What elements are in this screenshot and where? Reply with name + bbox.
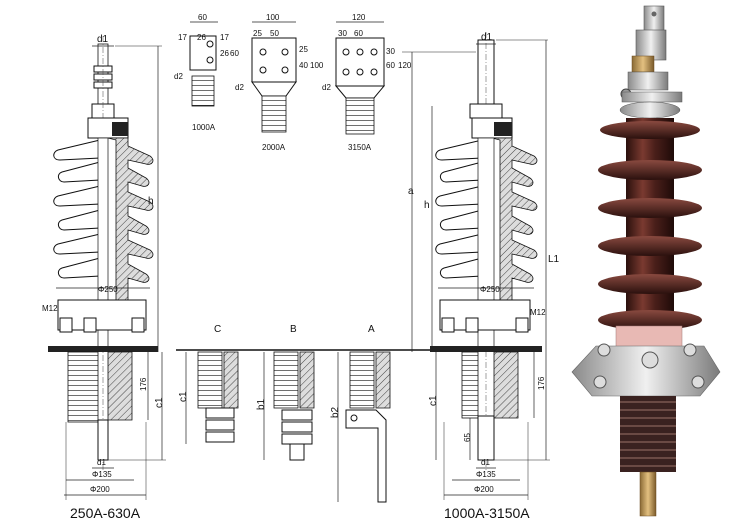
t2000-d1: 25 (253, 29, 262, 38)
right-d1-top-label: d1 (481, 32, 493, 43)
t1000-caption: 1000A (192, 123, 216, 132)
t3150-h2: 60 (386, 61, 395, 70)
t1000-h2: 60 (230, 49, 239, 58)
t2000-top: 100 (266, 13, 280, 22)
left-phi135-label: Φ135 (92, 470, 112, 479)
bushing-photo (571, 5, 721, 517)
left-phi200-label: Φ200 (90, 485, 110, 494)
right-h-label: h (424, 200, 430, 211)
right-m12-label: M12 (530, 308, 546, 317)
variant-a: A b2 (330, 324, 391, 503)
t2000-hole: d2 (235, 83, 244, 92)
right-phi135-label: Φ135 (476, 470, 496, 479)
t3150-h1: 30 (386, 47, 395, 56)
left-model-caption: 250A-630A (70, 505, 141, 521)
right-65-label: 65 (463, 433, 472, 442)
terminal-1000a: 60 17 26 17 26 60 d2 1000A (174, 13, 239, 132)
variant-a-b2: b2 (330, 406, 341, 418)
left-d1-top-label: d1 (97, 34, 109, 45)
t1000-hole: d2 (174, 72, 183, 81)
t1000-h1: 26 (220, 49, 229, 58)
left-dimensions: d1 h Φ250 M12 176 c1 d1 Φ135 Φ200 (42, 34, 166, 500)
left-bushing (48, 36, 158, 470)
t1000-d2: 26 (197, 33, 206, 42)
left-c1-label: c1 (154, 397, 165, 408)
t1000-d3: 17 (220, 33, 229, 42)
right-phi250-label: Φ250 (480, 285, 500, 294)
left-h-label: h (148, 196, 154, 207)
left-phi250-label: Φ250 (98, 285, 118, 294)
t3150-d1: 30 (338, 29, 347, 38)
t3150-top: 120 (352, 13, 366, 22)
right-c1-label: c1 (428, 395, 439, 406)
variant-c-c1: c1 (178, 391, 189, 402)
variant-c: C c1 (178, 324, 239, 444)
terminal-3150a: 120 30 60 30 60 120 d2 3150A (322, 13, 412, 152)
terminal-2000a: 100 25 50 25 40 100 d2 2000A (235, 13, 324, 152)
left-d1-bottom-label: d1 (97, 458, 106, 467)
variant-a-label: A (368, 324, 375, 335)
right-model-caption: 1000A-3150A (444, 505, 530, 521)
variant-b: B b1 (256, 324, 315, 461)
right-176-label: 176 (537, 376, 546, 390)
t1000-d1: 17 (178, 33, 187, 42)
t2000-h2: 40 (299, 61, 308, 70)
t3150-hole: d2 (322, 83, 331, 92)
t3150-d2: 60 (354, 29, 363, 38)
variant-b-label: B (290, 324, 297, 335)
right-bushing (430, 32, 542, 470)
t3150-h3: 120 (398, 61, 412, 70)
variant-b-b1: b1 (256, 398, 267, 410)
right-l1-label: L1 (548, 254, 560, 265)
t2000-h3: 100 (310, 61, 324, 70)
t1000-top: 60 (198, 13, 207, 22)
t2000-h1: 25 (299, 45, 308, 54)
t2000-d2: 50 (270, 29, 279, 38)
left-m12-label: M12 (42, 304, 58, 313)
right-phi200-label: Φ200 (474, 485, 494, 494)
left-176-label: 176 (139, 377, 148, 391)
t3150-caption: 3150A (348, 143, 372, 152)
t2000-caption: 2000A (262, 143, 286, 152)
right-a-label: a (408, 186, 414, 197)
variant-c-label: C (214, 324, 221, 335)
right-dimensions: d1 a h Φ250 M12 L1 c1 65 176 d1 Φ135 Φ20… (402, 32, 560, 500)
right-d1-bottom-label: d1 (481, 458, 490, 467)
